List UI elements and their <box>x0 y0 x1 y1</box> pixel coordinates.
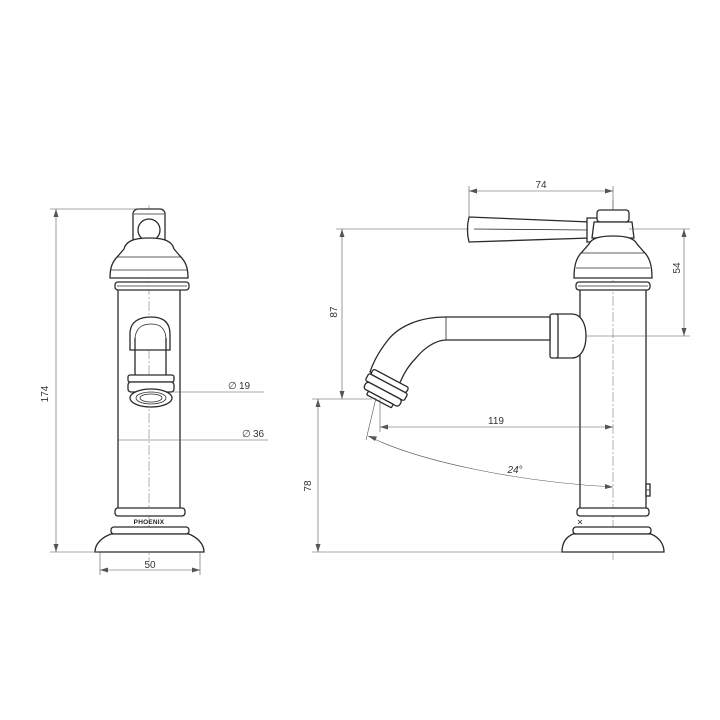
dim-total-height: 174 <box>40 208 140 553</box>
front-body <box>117 290 181 508</box>
dim-spout-reach: 119 <box>379 399 613 432</box>
front-lever-knob <box>132 208 166 245</box>
dim-aerator-diameter: ∅ 19 <box>172 381 264 393</box>
diameter-symbol-36: ∅ <box>242 429 251 440</box>
label-total-height: 174 <box>40 385 51 402</box>
dim-body-diameter: ∅ 36 <box>118 429 268 441</box>
front-view: PHOENIX 174 50 ∅ 19 ∅ <box>40 205 268 575</box>
side-lever-handle <box>466 216 601 243</box>
side-cap-knob <box>573 209 653 279</box>
side-lower-rings <box>561 507 665 553</box>
side-spout <box>363 313 587 409</box>
label-handle-height: 54 <box>672 262 683 274</box>
diameter-symbol-19: ∅ <box>228 381 237 392</box>
label-body-diameter: 36 <box>253 429 265 440</box>
front-spout <box>127 316 175 408</box>
side-view: 74 54 87 78 <box>303 180 690 560</box>
front-lower-rings <box>94 507 205 553</box>
brand-logo-text: PHOENIX <box>134 519 165 526</box>
label-aerator-diameter: 19 <box>239 381 251 392</box>
label-spout-height: 87 <box>329 306 340 318</box>
front-cap-dome <box>109 237 189 279</box>
dim-outlet-height: 78 <box>303 398 562 553</box>
label-outlet-height: 78 <box>303 480 314 492</box>
label-base-width: 50 <box>144 560 156 571</box>
side-body <box>579 290 651 508</box>
dim-spout-height: 87 <box>329 228 469 399</box>
label-swivel-angle: 24° <box>506 465 522 476</box>
label-handle-length: 74 <box>535 180 547 191</box>
label-spout-reach: 119 <box>488 416 504 427</box>
dim-base-width: 50 <box>99 552 201 575</box>
dim-swivel-angle: 24° <box>365 397 614 489</box>
dim-handle-length: 74 <box>468 180 614 218</box>
dim-handle-height: 54 <box>586 228 690 337</box>
